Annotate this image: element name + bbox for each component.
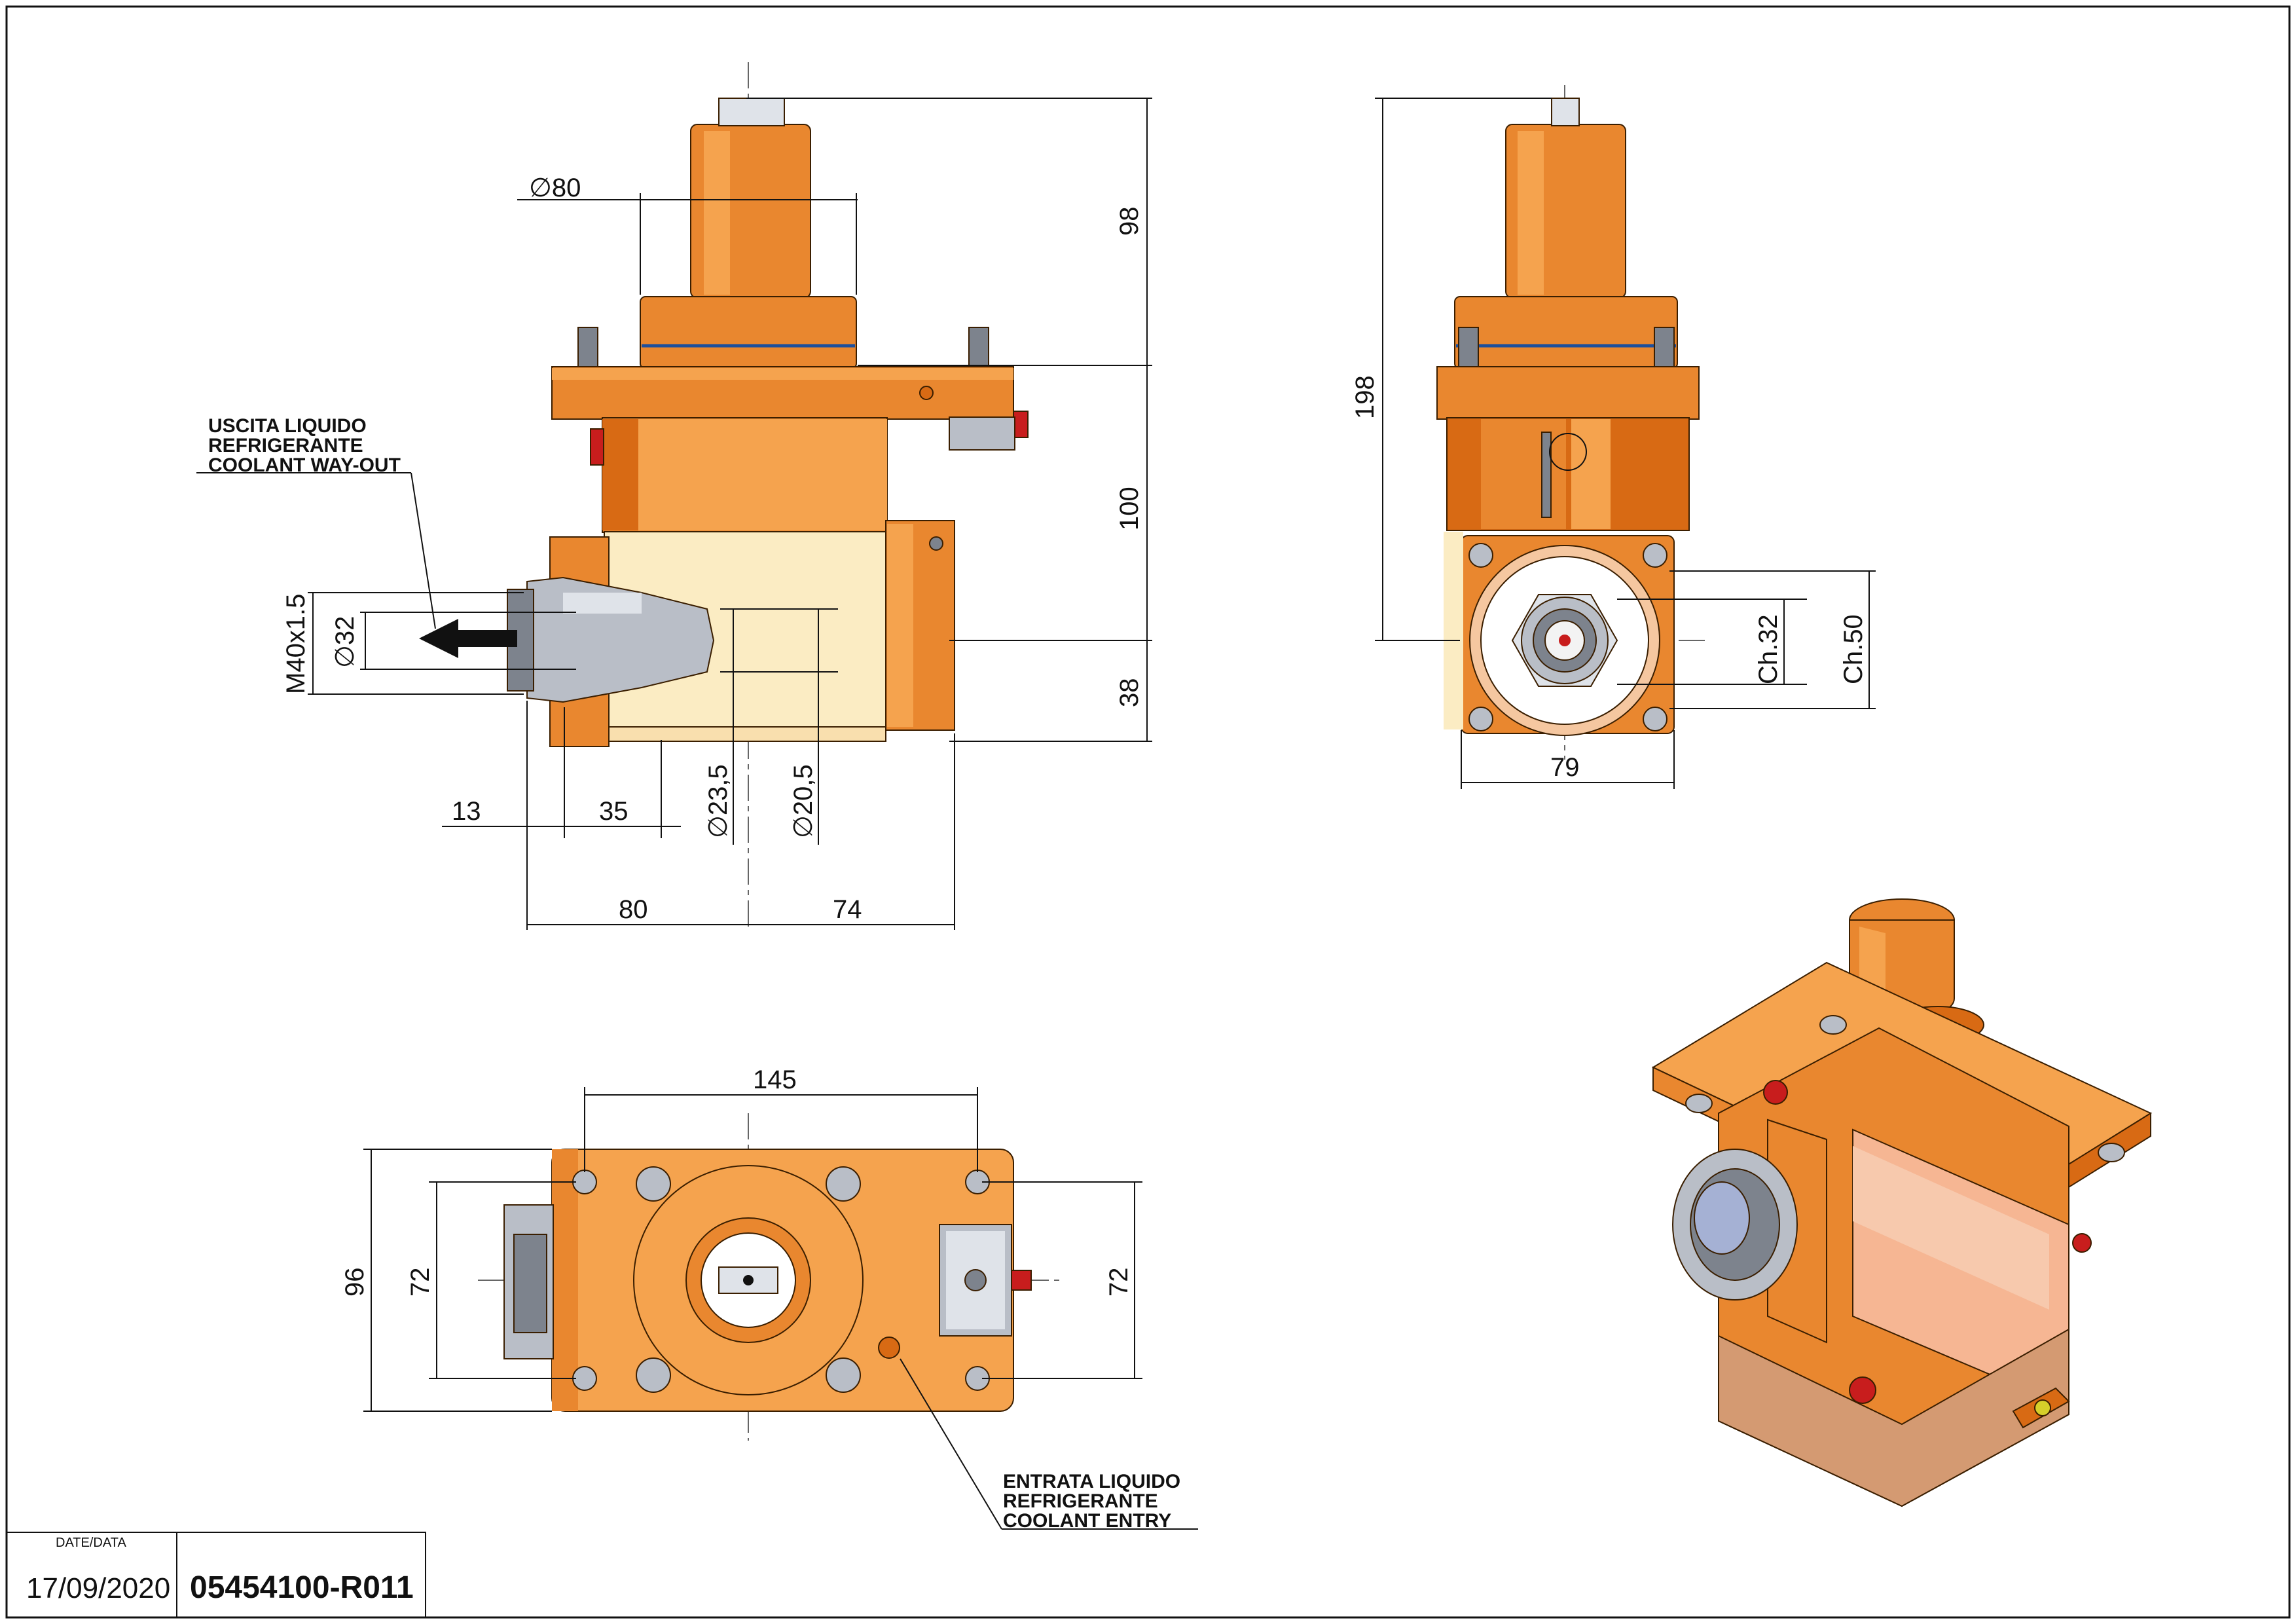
dim-74: 74 — [833, 895, 862, 924]
dim-35: 35 — [599, 797, 629, 826]
title-block — [6, 1532, 426, 1618]
side-top-plate — [1436, 366, 1700, 420]
title-block-date-label: DATE/DATA — [56, 1536, 126, 1550]
top-view — [478, 1113, 1198, 1530]
dim-72-right: 72 — [1104, 1268, 1133, 1297]
front-view — [196, 62, 1029, 930]
callout-coolant-in-line1: ENTRATA LIQUIDO — [1003, 1471, 1180, 1492]
title-block-drawing-code: 05454100-R011 — [190, 1570, 414, 1605]
iso-bottom-face — [1718, 1328, 2069, 1507]
sheet-border — [5, 5, 2291, 1619]
top-view-screws — [572, 1166, 990, 1393]
dim-145: 145 — [753, 1065, 797, 1094]
dim-80: 80 — [619, 895, 648, 924]
dim-dia-32: ∅32 — [331, 616, 359, 668]
red-plug-left — [590, 428, 604, 466]
stud-left — [577, 327, 598, 369]
dim-98: 98 — [1115, 207, 1144, 236]
isometric-view — [1651, 898, 2153, 1507]
dim-ch32: Ch.32 — [1754, 614, 1783, 684]
dim-dia-80: ∅80 — [529, 174, 581, 202]
coolant-entry-port — [878, 1337, 900, 1359]
dim-13: 13 — [452, 797, 481, 826]
red-plug-right — [1013, 411, 1029, 438]
drive-tenon — [718, 98, 785, 126]
callout-coolant-out-line3: COOLANT WAY-OUT — [208, 454, 401, 476]
dim-dia-20-5: ∅20,5 — [789, 764, 818, 838]
stud-right — [968, 327, 989, 369]
callout-coolant-in-line2: REFRIGERANTE — [1003, 1490, 1158, 1512]
coolant-hole — [1559, 635, 1571, 646]
coolant-out-arrow — [419, 619, 517, 658]
callout-coolant-in-line3: COOLANT ENTRY — [1003, 1510, 1171, 1532]
dim-198: 198 — [1351, 375, 1379, 419]
dim-100: 100 — [1115, 487, 1144, 530]
dim-ch50: Ch.50 — [1839, 614, 1868, 684]
dim-38: 38 — [1115, 678, 1144, 708]
dim-96: 96 — [340, 1268, 369, 1297]
dim-79: 79 — [1550, 753, 1580, 782]
side-view-dimensions — [1375, 98, 1876, 789]
dim-72-left: 72 — [406, 1268, 435, 1297]
top-view-dimensions — [363, 1087, 1142, 1412]
dim-dia-23-5: ∅23,5 — [704, 764, 733, 838]
callout-coolant-out-line1: USCITA LIQUIDO — [208, 415, 367, 437]
dim-thread-m40: M40x1.5 — [282, 594, 310, 694]
flange — [640, 296, 857, 369]
callout-coolant-out-line2: REFRIGERANTE — [208, 435, 363, 456]
front-view-dimensions — [308, 98, 1152, 930]
side-view — [1427, 85, 1709, 760]
title-block-date: 17/09/2020 — [26, 1572, 170, 1604]
